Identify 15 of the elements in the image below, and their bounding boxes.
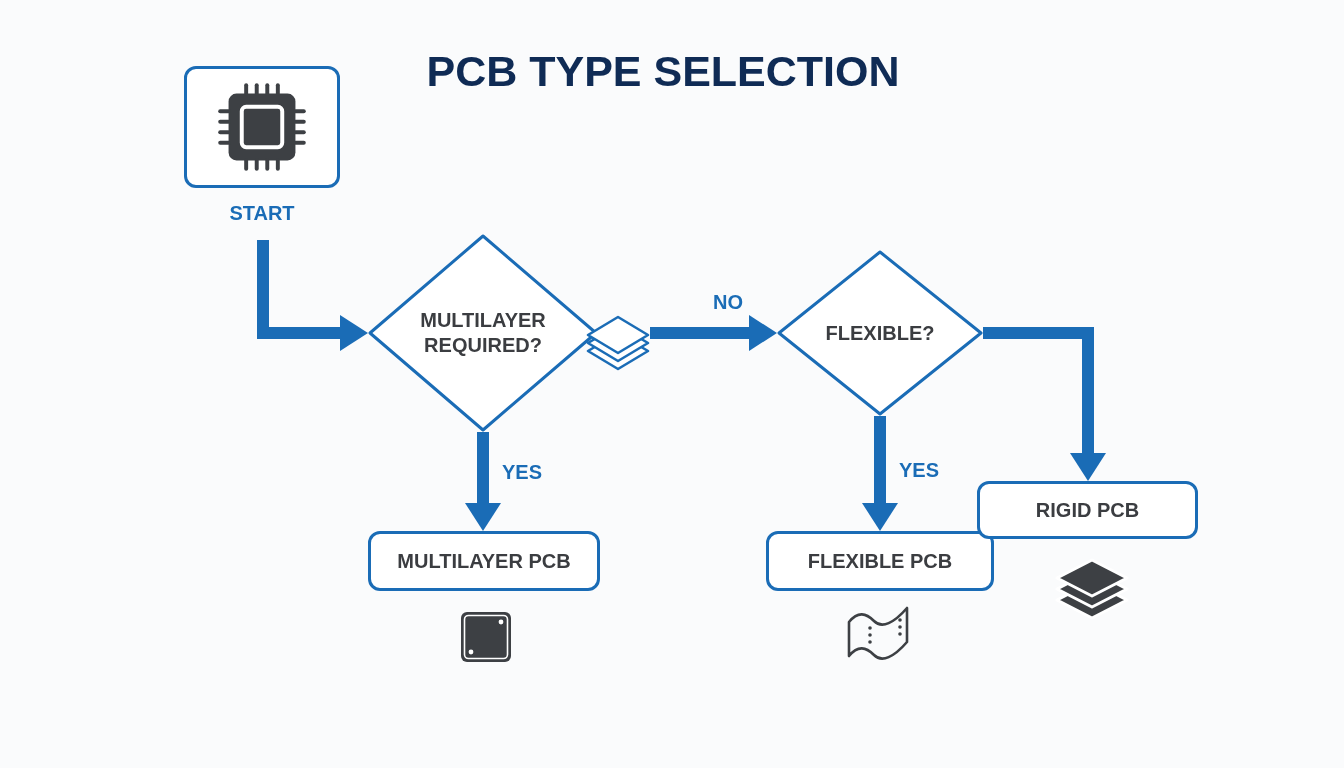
result-box (368, 531, 600, 591)
decision-text: FLEXIBLE? (825, 320, 935, 346)
start-label: START (229, 202, 295, 224)
flow-arrow (465, 432, 501, 531)
decision-text: MULTILAYER REQUIRED? (419, 308, 547, 358)
flow-arrow (650, 315, 777, 351)
result-label: FLEXIBLE PCB (807, 549, 953, 573)
flow-arrow (257, 240, 368, 351)
result-label: RIGID PCB (1035, 498, 1140, 522)
result-box (977, 481, 1198, 539)
flow-arrow (983, 327, 1106, 481)
result-box (766, 531, 994, 591)
diagram-title: PCB TYPE SELECTION (426, 50, 900, 93)
result-label: MULTILAYER PCB (397, 549, 571, 573)
flow-arrow (862, 416, 898, 531)
